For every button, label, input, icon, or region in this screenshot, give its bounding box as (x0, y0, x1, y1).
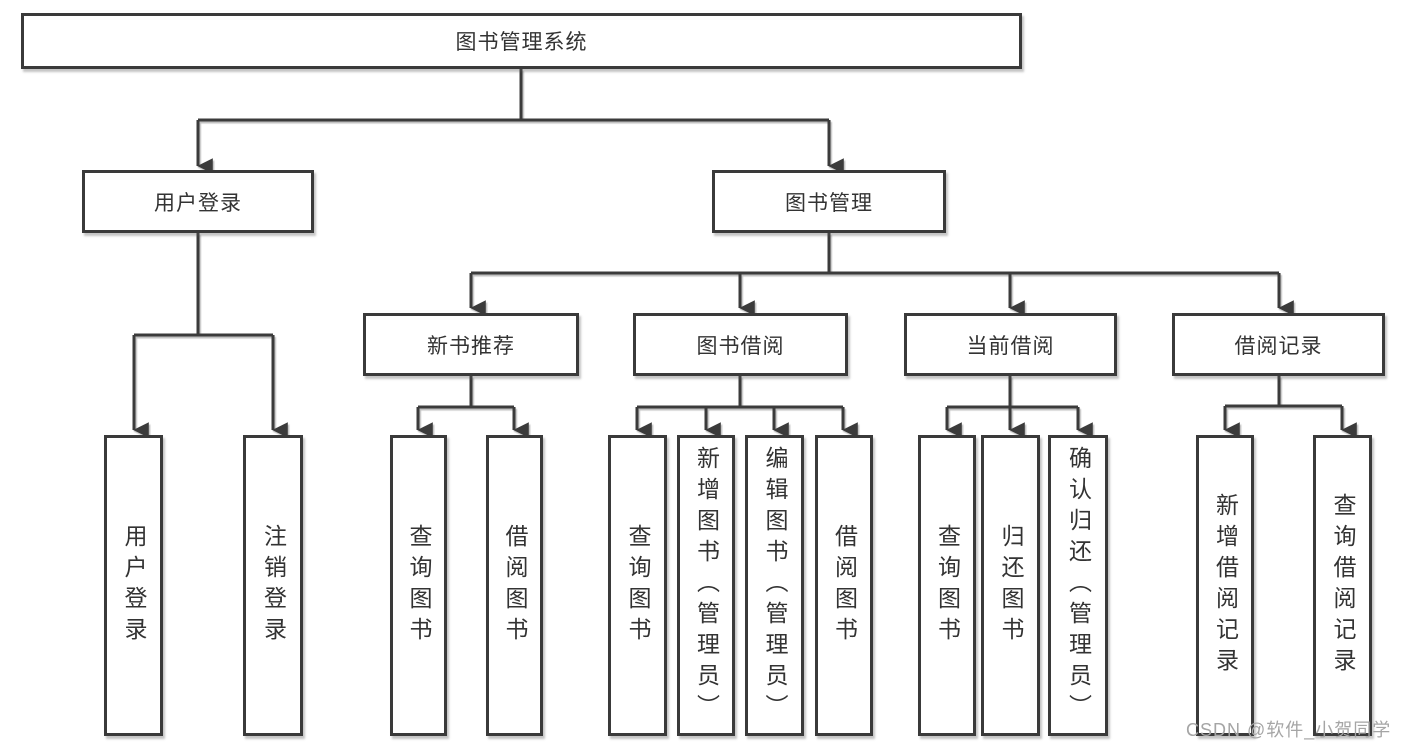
node-label: 图书管理 (785, 191, 873, 215)
node-leaf-confirm-return-admin: 确认归还（管理员） (1048, 435, 1108, 736)
node-leaf-borrow-books-recommend: 借阅图书 (486, 435, 543, 736)
node-leaf-user-login: 用户登录 (104, 435, 163, 736)
node-leaf-add-borrow-record: 新增借阅记录 (1196, 435, 1254, 736)
node-label: 图书借阅 (696, 334, 785, 358)
node-label: 新增借阅记录 (1212, 492, 1239, 679)
node-label: 查询图书 (934, 523, 961, 648)
node-leaf-query-books-current: 查询图书 (918, 435, 976, 736)
node-new-book-recommendation: 新书推荐 (363, 313, 579, 376)
node-leaf-query-books-borrowing: 查询图书 (608, 435, 667, 736)
watermark: CSDN @软件_小贺同学 (1186, 720, 1392, 740)
node-label: 图书管理系统 (455, 31, 588, 54)
node-label: 借阅图书 (502, 523, 528, 648)
node-label: 用户登录 (121, 523, 147, 648)
node-current-borrowing: 当前借阅 (904, 313, 1117, 376)
node-label: 编辑图书（管理员） (762, 446, 788, 725)
node-leaf-borrow-books: 借阅图书 (815, 435, 873, 736)
node-leaf-query-borrow-record: 查询借阅记录 (1313, 435, 1372, 736)
node-borrowing-records: 借阅记录 (1172, 313, 1385, 376)
node-label: 注销登录 (260, 523, 287, 648)
node-leaf-add-books-admin: 新增图书（管理员） (677, 435, 735, 736)
node-book-management-module: 图书管理 (712, 170, 946, 233)
node-leaf-return-books: 归还图书 (981, 435, 1040, 736)
node-library-management-system: 图书管理系统 (21, 13, 1022, 69)
node-label: 查询图书 (406, 523, 432, 648)
node-leaf-query-books-recommend: 查询图书 (390, 435, 447, 736)
node-user-login-module: 用户登录 (82, 170, 314, 233)
node-label: 用户登录 (154, 191, 242, 215)
node-leaf-edit-books-admin: 编辑图书（管理员） (745, 435, 804, 736)
node-label: 查询图书 (625, 523, 651, 648)
node-label: 确认归还（管理员） (1065, 446, 1092, 725)
node-label: 当前借阅 (966, 334, 1055, 358)
node-book-borrowing: 图书借阅 (633, 313, 848, 376)
node-label: 查询借阅记录 (1330, 492, 1356, 679)
node-label: 新书推荐 (427, 334, 515, 358)
node-label: 归还图书 (998, 523, 1024, 648)
node-label: 借阅记录 (1234, 334, 1323, 358)
node-leaf-logout: 注销登录 (243, 435, 303, 736)
node-label: 借阅图书 (831, 523, 858, 648)
node-label: 新增图书（管理员） (693, 446, 720, 725)
